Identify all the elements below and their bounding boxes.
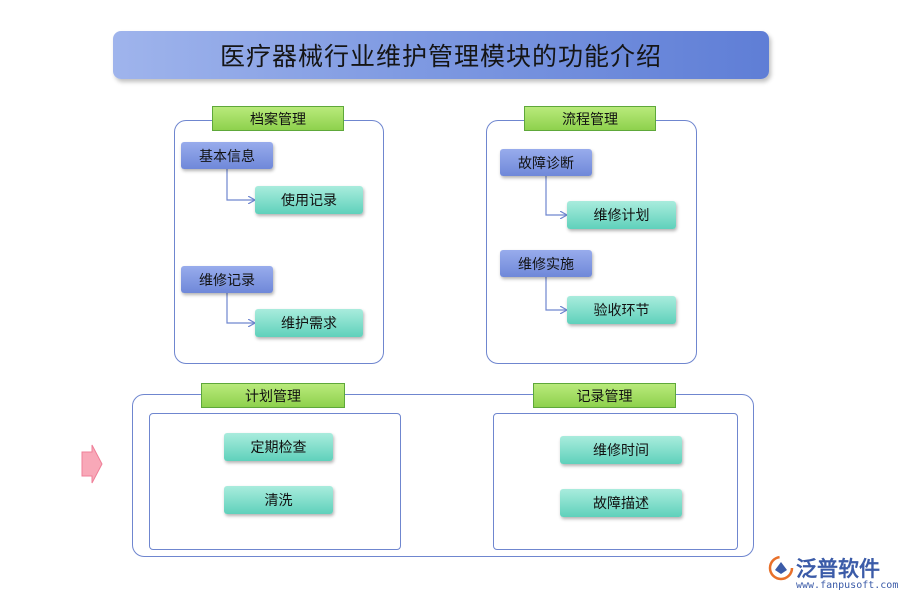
process-parent-box: 故障诊断 <box>500 149 592 176</box>
record-item-box: 故障描述 <box>560 489 682 517</box>
connector-archive-1 <box>226 168 255 200</box>
record-panel <box>493 413 738 550</box>
connector-process-1 <box>545 176 567 215</box>
archive-child-box: 使用记录 <box>255 186 363 214</box>
archive-parent-box: 基本信息 <box>181 142 273 169</box>
plan-item-box: 定期检查 <box>224 433 333 461</box>
plan-item-box: 清洗 <box>224 486 333 514</box>
connector-archive-2 <box>226 293 255 323</box>
process-parent-box: 维修实施 <box>500 250 592 277</box>
archive-header: 档案管理 <box>212 106 344 131</box>
record-item-box: 维修时间 <box>560 436 682 464</box>
brand-logo: 泛普软件 www.fanpusoft.com <box>768 553 898 595</box>
process-header: 流程管理 <box>524 106 656 131</box>
logo-url: www.fanpusoft.com <box>796 580 899 591</box>
logo-mark-icon <box>768 555 794 581</box>
connector-process-2 <box>545 277 567 310</box>
page-title: 医疗器械行业维护管理模块的功能介绍 <box>113 31 769 79</box>
decorative-arrow-icon <box>81 444 103 484</box>
archive-child-box: 维护需求 <box>255 309 363 337</box>
logo-name: 泛普软件 <box>796 557 880 581</box>
record-header: 记录管理 <box>533 383 676 408</box>
process-child-box: 维修计划 <box>567 201 676 229</box>
process-child-box: 验收环节 <box>567 296 676 324</box>
plan-header: 计划管理 <box>201 383 345 408</box>
archive-parent-box: 维修记录 <box>181 266 273 293</box>
